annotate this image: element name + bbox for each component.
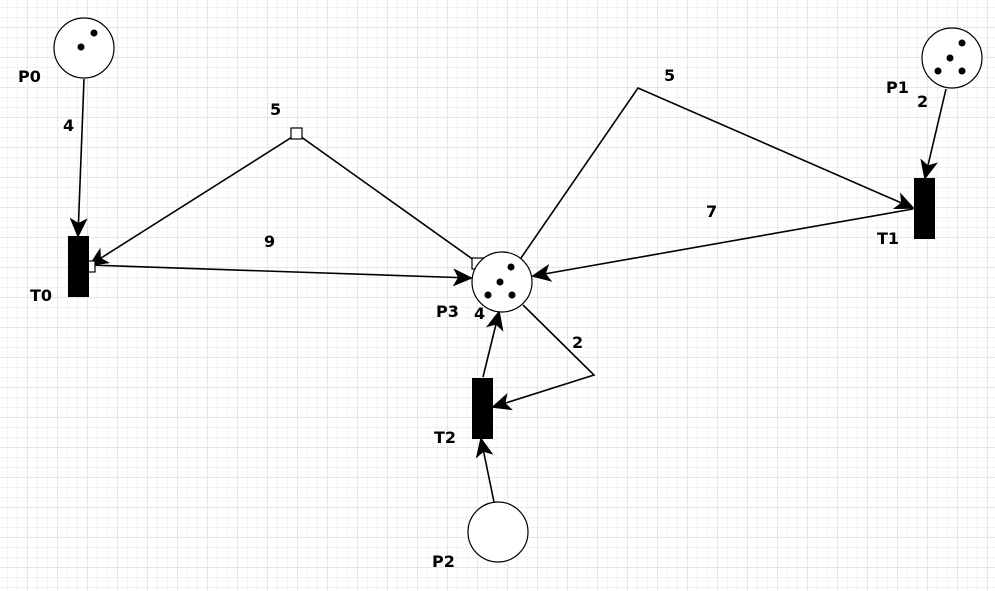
- arc-p0-t0[interactable]: [69, 78, 88, 238]
- arc-p3-t2[interactable]: [491, 304, 596, 411]
- arc-p1-t1[interactable]: [920, 88, 947, 180]
- place-label-p2: P2: [432, 552, 455, 571]
- arc-weight-t2-p3: 4: [474, 304, 485, 323]
- token: [958, 39, 966, 47]
- transition-t0[interactable]: [68, 236, 89, 297]
- token: [90, 29, 98, 37]
- place-p3[interactable]: [471, 251, 533, 313]
- arc-weight-p3-t1: 5: [664, 66, 675, 85]
- arc-p3-t0[interactable]: [88, 133, 479, 267]
- token: [508, 291, 516, 299]
- arc-p2-t2[interactable]: [475, 437, 495, 503]
- transition-t1[interactable]: [914, 178, 935, 239]
- token: [496, 278, 504, 286]
- arc-t0-p3[interactable]: [88, 264, 473, 287]
- place-label-p1: P1: [886, 78, 909, 97]
- token: [507, 263, 515, 271]
- token: [484, 291, 492, 299]
- arc-t1-p3[interactable]: [531, 208, 914, 282]
- token: [934, 67, 942, 75]
- place-label-p0: P0: [18, 67, 41, 86]
- arc-weight-p3-t2: 2: [572, 333, 583, 352]
- arc-bend-handle[interactable]: [290, 127, 303, 140]
- transition-label-t0: T0: [30, 286, 52, 305]
- arc-weight-p3-t0: 5: [270, 100, 281, 119]
- place-p1[interactable]: [921, 27, 983, 89]
- transition-t2[interactable]: [472, 378, 493, 439]
- place-label-p3: P3: [436, 302, 459, 321]
- arc-t2-p3[interactable]: [482, 310, 504, 378]
- transition-label-t1: T1: [877, 229, 899, 248]
- arc-weight-t0-p3: 9: [264, 232, 275, 251]
- token: [77, 43, 85, 51]
- arc-weight-t1-p3: 7: [706, 202, 717, 221]
- arc-weight-p0-t0: 4: [63, 116, 74, 135]
- transition-label-t2: T2: [434, 428, 456, 447]
- arc-weight-p1-t1: 2: [917, 92, 928, 111]
- token: [958, 67, 966, 75]
- token: [946, 54, 954, 62]
- arc-p3-t1[interactable]: [520, 87, 915, 259]
- place-p2[interactable]: [467, 501, 529, 563]
- place-p0[interactable]: [53, 17, 115, 79]
